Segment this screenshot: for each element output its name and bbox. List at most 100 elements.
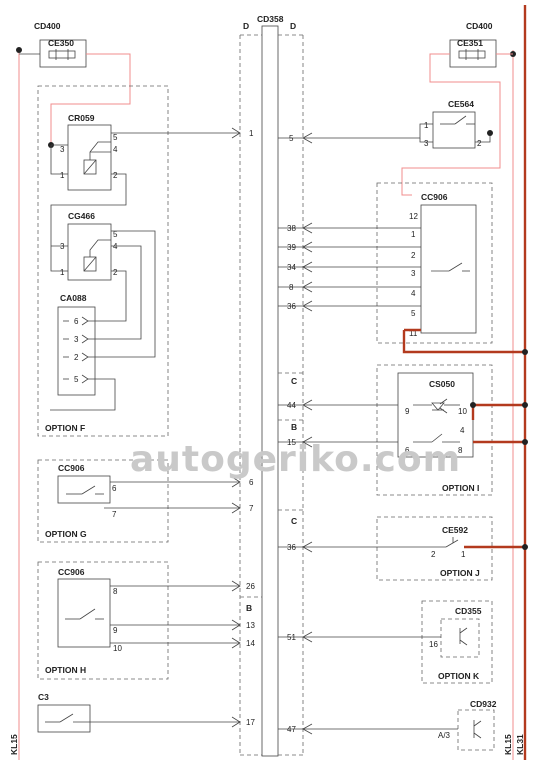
cd358-right-pin-36a: 36 (287, 302, 296, 311)
ce592-pin-1: 1 (461, 550, 466, 559)
cr059-pin-3: 3 (60, 145, 65, 154)
ce350-label: CE350 (48, 38, 74, 48)
cd358-right-pin-39: 39 (287, 243, 296, 252)
cs050-pin-4: 4 (460, 426, 465, 435)
cd358-right-pin-34: 34 (287, 263, 296, 272)
kl15-left-label: KL15 (9, 734, 19, 755)
cc906-pin-2: 2 (411, 251, 416, 260)
cr059-label: CR059 (68, 113, 95, 123)
ca088-pin-2: 2 (74, 353, 79, 362)
cd358-left-pin-14: 14 (246, 639, 255, 648)
option-k-label: OPTION K (438, 671, 480, 681)
cs050-pin-8: 8 (458, 446, 463, 455)
ce564-pin-3: 3 (424, 139, 429, 148)
cg466-label: CG466 (68, 211, 95, 221)
option-i-boundary (376, 364, 493, 496)
cc906-pin-1: 1 (411, 230, 416, 239)
cd358-right-pin-44: 44 (287, 401, 296, 410)
cc906-h-pin-10: 10 (113, 644, 122, 653)
cs050-pin-10: 10 (458, 407, 467, 416)
cg466-pin-4: 4 (113, 242, 118, 251)
junction-dot (522, 439, 528, 445)
cc906-right-label: CC906 (421, 192, 448, 202)
cd358-right-pin-47: 47 (287, 725, 296, 734)
cc906-g-box (57, 475, 111, 504)
cc906-right-box (420, 204, 477, 334)
option-j-boundary (376, 516, 493, 581)
option-f-boundary (37, 85, 169, 437)
cc906-pin-3: 3 (411, 269, 416, 278)
option-f-label: OPTION F (45, 423, 85, 433)
cd358-label: CD358 (257, 14, 284, 24)
cc906-pin-5: 5 (411, 309, 416, 318)
conn-b2-label: B (246, 603, 252, 613)
ca088-pin-3: 3 (74, 335, 79, 344)
cr059-pin-5: 5 (113, 133, 118, 142)
option-h-label: OPTION H (45, 665, 86, 675)
cr059-pin-4: 4 (113, 145, 118, 154)
cd358-left-pin-26: 26 (246, 582, 255, 591)
cd358-right-pin-36b: 36 (287, 543, 296, 552)
cc906-h-pin-8: 8 (113, 587, 118, 596)
junction-dot (522, 349, 528, 355)
cd400-left-label: CD400 (34, 21, 61, 31)
cg466-relay-box (67, 223, 112, 281)
cg466-pin-3: 3 (60, 242, 65, 251)
ca088-pin-5: 5 (74, 375, 79, 384)
ce592-label: CE592 (442, 525, 468, 535)
kl15-right-label: KL15 (503, 734, 513, 755)
cd358-connector-body (261, 25, 279, 757)
cd358-right-pin-38: 38 (287, 224, 296, 233)
cd932-pin-a3: A/3 (438, 731, 451, 740)
junction-dot (522, 402, 528, 408)
ca088-pin-6: 6 (74, 317, 79, 326)
cd355-label: CD355 (455, 606, 482, 616)
watermark: autogeriko.com (130, 439, 461, 480)
cg466-pin-1: 1 (60, 268, 65, 277)
cc906-g-pin-7: 7 (112, 510, 117, 519)
cg466-pin-5: 5 (113, 230, 118, 239)
junction-dot (487, 130, 493, 136)
cc906-h-box (57, 578, 111, 648)
cc906-h-pin-9: 9 (113, 626, 118, 635)
option-g-boundary (37, 459, 169, 543)
ce564-switch-box (432, 111, 476, 149)
junction-dot (470, 402, 476, 408)
option-g-label: OPTION G (45, 529, 87, 539)
cd932-label: CD932 (470, 699, 497, 709)
cr059-relay-box (67, 124, 112, 191)
cs050-pin-6: 6 (405, 446, 410, 455)
conn-c1-label: C (291, 376, 297, 386)
cr059-pin-1: 1 (60, 171, 65, 180)
cs050-pin-9: 9 (405, 407, 410, 416)
cc906-pin-11: 11 (409, 329, 418, 338)
ce564-label: CE564 (448, 99, 474, 109)
option-cc906-right-boundary (376, 182, 493, 344)
cd358-left-pin-1: 1 (249, 129, 254, 138)
junction-dot (16, 47, 22, 53)
cd358-right-pin-51: 51 (287, 633, 296, 642)
junction-dot (522, 544, 528, 550)
ce564-pin-1: 1 (424, 121, 429, 130)
c3-label: C3 (38, 692, 49, 702)
cd358-right-pin-8: 8 (289, 283, 294, 292)
ce351-label: CE351 (457, 38, 483, 48)
kl31-label: KL31 (515, 734, 525, 755)
cg466-pin-2: 2 (113, 268, 118, 277)
cs050-label: CS050 (429, 379, 455, 389)
ce592-pin-2: 2 (431, 550, 436, 559)
cc906-g-pin-6: 6 (112, 484, 117, 493)
option-i-label: OPTION I (442, 483, 479, 493)
cd355-pin-16: 16 (429, 640, 438, 649)
cd358-left-pin-17: 17 (246, 718, 255, 727)
cc906-h-label: CC906 (58, 567, 85, 577)
cd358-left-pin-7: 7 (249, 504, 254, 513)
cc906-pin-12: 12 (409, 212, 418, 221)
cr059-pin-2: 2 (113, 171, 118, 180)
option-k-boundary (421, 600, 493, 684)
cd358-left-pin-6: 6 (249, 478, 254, 487)
ca088-connector-box (57, 306, 96, 396)
cc906-pin-4: 4 (411, 289, 416, 298)
option-j-label: OPTION J (440, 568, 480, 578)
cd358-right-pin-5: 5 (289, 134, 294, 143)
